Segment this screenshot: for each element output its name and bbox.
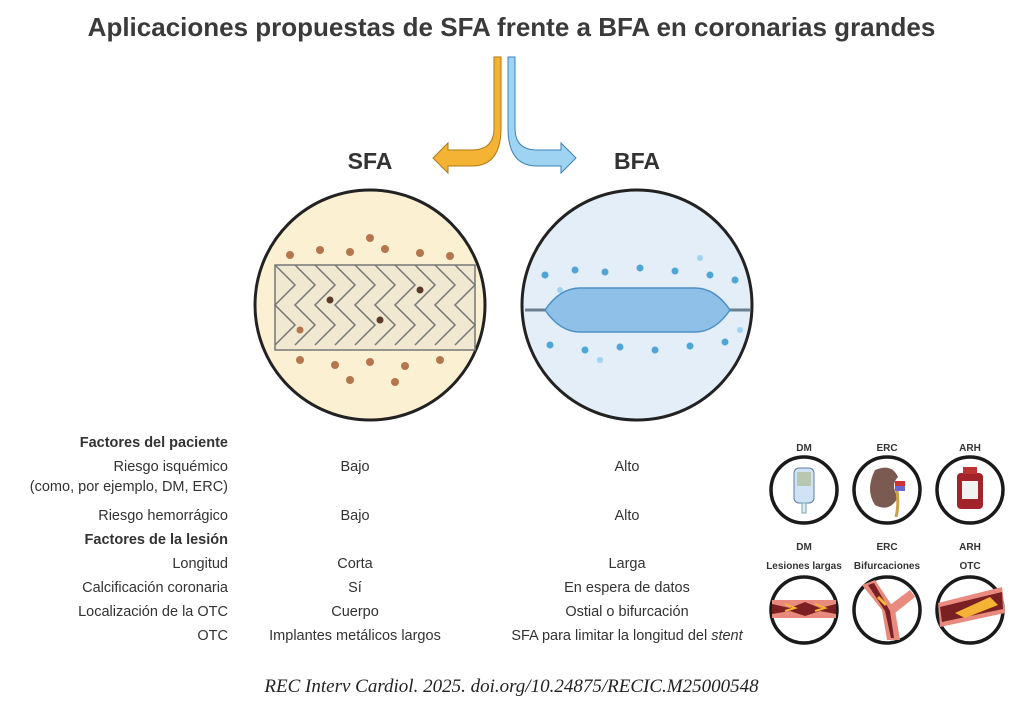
icon-label: Lesiones largas xyxy=(766,561,842,572)
blood-bag-icon xyxy=(935,455,1005,525)
bfa-value-emphasis: stent xyxy=(711,628,743,644)
figure-title: Aplicaciones propuestas de SFA frente a … xyxy=(87,12,936,42)
bfa-value: Alto xyxy=(614,508,640,524)
bfa-value: En espera de datos xyxy=(564,580,690,596)
sfa-value: Sí xyxy=(348,580,362,596)
row-label: OTC xyxy=(197,628,228,644)
icon-label: ERC xyxy=(876,443,898,454)
citation: REC Interv Cardiol. 2025. doi.org/10.248… xyxy=(264,676,759,697)
icon-label: ARH xyxy=(959,443,981,454)
sfa-value: Corta xyxy=(337,556,373,572)
bfa-circle xyxy=(520,188,754,422)
icon-label: ERC xyxy=(876,542,898,553)
row-sublabel: (como, por ejemplo, DM, ERC) xyxy=(29,479,228,495)
row-label: Localización de la OTC xyxy=(78,604,228,620)
long-lesion-icon xyxy=(769,575,839,645)
bfa-value: Ostial o bifurcación xyxy=(565,604,689,620)
drug-particles xyxy=(541,255,743,363)
sfa-value: Bajo xyxy=(340,459,370,475)
cto-icon xyxy=(935,575,1005,645)
bfa-label: BFA xyxy=(614,148,660,174)
illustration xyxy=(253,56,754,422)
sfa-label: SFA xyxy=(347,148,393,174)
sfa-circle xyxy=(253,188,487,422)
balloon-icon xyxy=(544,287,731,333)
bifurcation-icon xyxy=(852,575,922,645)
sfa-value: Implantes metálicos largos xyxy=(269,628,441,644)
split-arrows xyxy=(432,56,577,175)
kidney-icon xyxy=(852,455,922,525)
bfa-value-text: SFA para limitar la longitud del xyxy=(511,628,712,644)
glucometer-icon xyxy=(769,455,839,525)
row-label: Longitud xyxy=(172,556,228,572)
stent-icon xyxy=(273,264,477,351)
icon-label: DM xyxy=(796,443,812,454)
bfa-value: Alto xyxy=(614,459,640,475)
patient-factors-header: Factores del paciente xyxy=(79,435,228,451)
bfa-value: SFA para limitar la longitud del stent xyxy=(487,628,767,644)
blue-arrow-icon xyxy=(507,56,577,175)
icon-label: DM xyxy=(796,542,812,553)
row-label: Riesgo hemorrágico xyxy=(98,508,228,524)
icon-label: Bifurcaciones xyxy=(853,561,921,572)
drug-particles xyxy=(286,234,454,386)
row-label: Riesgo isquémico xyxy=(113,459,228,475)
row-label: Calcificación coronaria xyxy=(82,580,228,596)
sfa-value: Cuerpo xyxy=(331,604,379,620)
icon-label: OTC xyxy=(959,561,981,572)
orange-arrow-icon xyxy=(432,56,502,175)
lesion-factors-header: Factores de la lesión xyxy=(84,532,228,548)
bfa-value: Larga xyxy=(608,556,646,572)
sfa-value: Bajo xyxy=(340,508,370,524)
icon-label: ARH xyxy=(959,542,981,553)
icon-drawings xyxy=(769,455,1005,645)
